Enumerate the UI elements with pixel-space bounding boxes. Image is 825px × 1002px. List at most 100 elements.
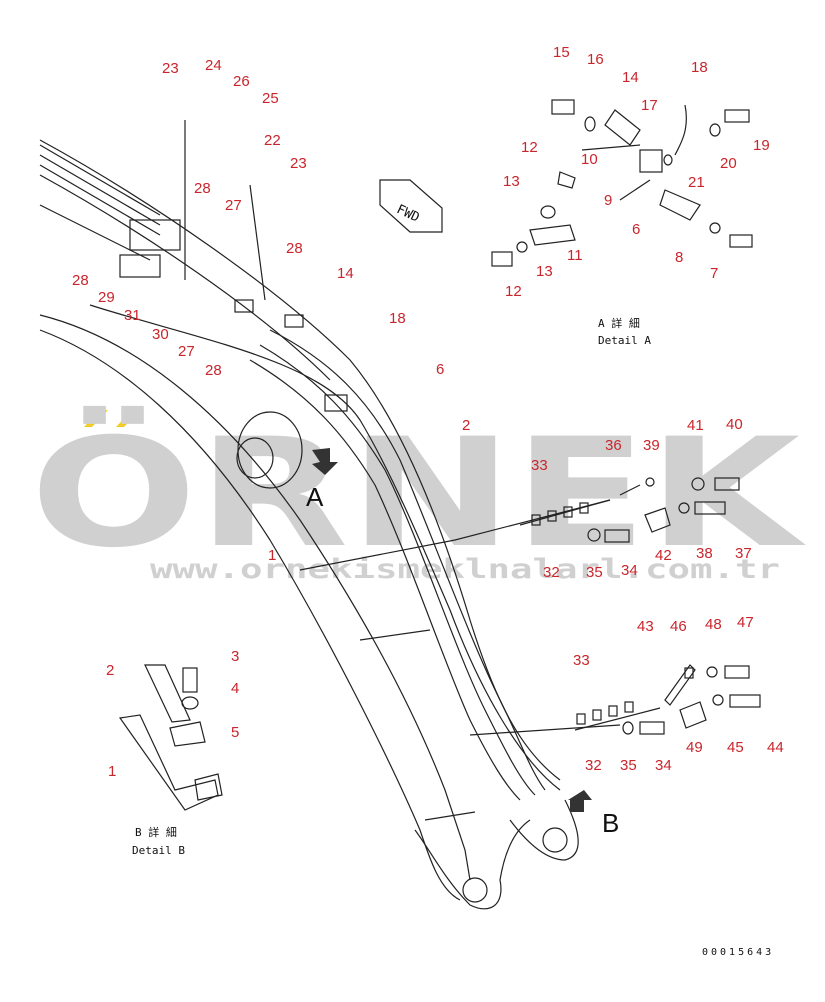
detail-leader-right xyxy=(249,184,266,301)
boom-lower-edge xyxy=(39,314,471,881)
callout-28: 28 xyxy=(194,180,211,197)
washer-48 xyxy=(706,666,718,678)
elbow-12-upper xyxy=(557,171,576,189)
clamp-block-10 xyxy=(639,149,663,173)
bolt-15 xyxy=(551,99,575,115)
clip-upper-4 xyxy=(579,502,589,514)
clip-46 xyxy=(684,667,694,679)
callout-46: 46 xyxy=(670,618,687,635)
clip-upper-3 xyxy=(563,506,573,518)
bracket-clamp-1 xyxy=(234,299,254,313)
leader-to-lower-detail xyxy=(469,724,621,736)
callout-41: 41 xyxy=(687,417,704,434)
callout-34: 34 xyxy=(621,562,638,579)
callout-6-2: 6 xyxy=(632,221,640,238)
clip-lower-3 xyxy=(608,705,618,717)
hose-18 xyxy=(674,104,687,156)
fwd-arrow-shape xyxy=(379,179,443,233)
view-a-arrow xyxy=(312,448,338,475)
callout-49: 49 xyxy=(686,739,703,756)
washer-20 xyxy=(709,123,721,137)
watermark-logo: ÖRNEK xyxy=(30,405,806,581)
callout-31: 31 xyxy=(124,307,141,324)
bolt-44 xyxy=(729,694,761,708)
bolt-34-lower xyxy=(639,721,665,735)
washer-35-lower xyxy=(622,721,634,735)
hose-line-2 xyxy=(39,154,161,226)
callout-5: 5 xyxy=(231,724,239,741)
clip-upper-1 xyxy=(531,514,541,526)
clamp-5 xyxy=(169,721,206,747)
bolt-40 xyxy=(714,477,740,491)
watermark-url: www.ornekismeklnalarl.com.tr xyxy=(150,554,780,585)
boom-foot-right xyxy=(509,799,579,861)
washer-38 xyxy=(678,502,690,514)
detail-a-caption-jp: A 詳 細 xyxy=(598,316,640,330)
bolt-3 xyxy=(182,667,198,693)
callout-24: 24 xyxy=(205,57,222,74)
callout-43: 43 xyxy=(637,618,654,635)
panel-line-1 xyxy=(359,629,431,641)
hose-line-1 xyxy=(39,144,161,216)
hose-1-detail-b xyxy=(118,714,219,811)
callout-12-2: 12 xyxy=(505,283,522,300)
detail-a-caption-en: Detail A xyxy=(598,334,651,347)
fwd-arrow: FWD xyxy=(379,179,443,233)
callout-20: 20 xyxy=(720,155,737,172)
clip-strip-lower xyxy=(574,707,661,731)
detail-a-drawing xyxy=(491,99,753,267)
washer-39 xyxy=(645,477,655,487)
panel-line-2 xyxy=(424,811,476,821)
oring-21 xyxy=(663,154,673,166)
callout-35: 35 xyxy=(586,564,603,581)
hose-run-2 xyxy=(259,344,536,796)
bolt-7 xyxy=(729,234,753,248)
washer-35-upper xyxy=(587,528,601,542)
callout-48: 48 xyxy=(705,616,722,633)
callout-22: 22 xyxy=(264,132,281,149)
callout-18-2: 18 xyxy=(389,310,406,327)
watermark-umlaut-right xyxy=(116,410,140,427)
callout-9: 9 xyxy=(604,192,612,209)
cable-detail-drawing xyxy=(519,477,761,735)
view-b-arrow xyxy=(568,790,592,812)
callout-33: 33 xyxy=(531,457,548,474)
callout-18: 18 xyxy=(691,59,708,76)
detail-b-caption-en: Detail B xyxy=(132,844,185,857)
callout-29: 29 xyxy=(98,289,115,306)
callout-13: 13 xyxy=(503,173,520,190)
callout-15: 15 xyxy=(553,44,570,61)
bolt-34-upper xyxy=(604,529,630,543)
washer-41 xyxy=(691,477,705,491)
foot-pin-hole-left xyxy=(462,877,488,903)
callout-36: 36 xyxy=(605,437,622,454)
callout-2-2: 2 xyxy=(106,662,114,679)
callout-28-2: 28 xyxy=(286,240,303,257)
callout-14: 14 xyxy=(622,69,639,86)
clip-upper-2 xyxy=(547,510,557,522)
washer-13-lower xyxy=(516,241,528,253)
callout-21: 21 xyxy=(688,174,705,191)
boom-upper-edge xyxy=(89,304,561,791)
callout-38: 38 xyxy=(696,545,713,562)
bolt-12-lower xyxy=(491,251,513,267)
callout-3: 3 xyxy=(231,648,239,665)
callout-39: 39 xyxy=(643,437,660,454)
boom-foot xyxy=(414,819,531,910)
callout-26: 26 xyxy=(233,73,250,90)
washer-45 xyxy=(712,694,724,706)
detail-b-drawing xyxy=(118,664,223,811)
bracket-top xyxy=(129,219,181,251)
callout-44: 44 xyxy=(767,739,784,756)
spacer-49 xyxy=(679,701,707,729)
plate-11 xyxy=(529,224,576,246)
pipe-6 xyxy=(659,189,701,221)
detail-b-caption-jp: B 詳 細 xyxy=(135,825,177,839)
callout-47: 47 xyxy=(737,614,754,631)
callout-37: 37 xyxy=(735,545,752,562)
leader-10 xyxy=(581,144,641,151)
callout-27: 27 xyxy=(225,197,242,214)
callout-27-2: 27 xyxy=(178,343,195,360)
